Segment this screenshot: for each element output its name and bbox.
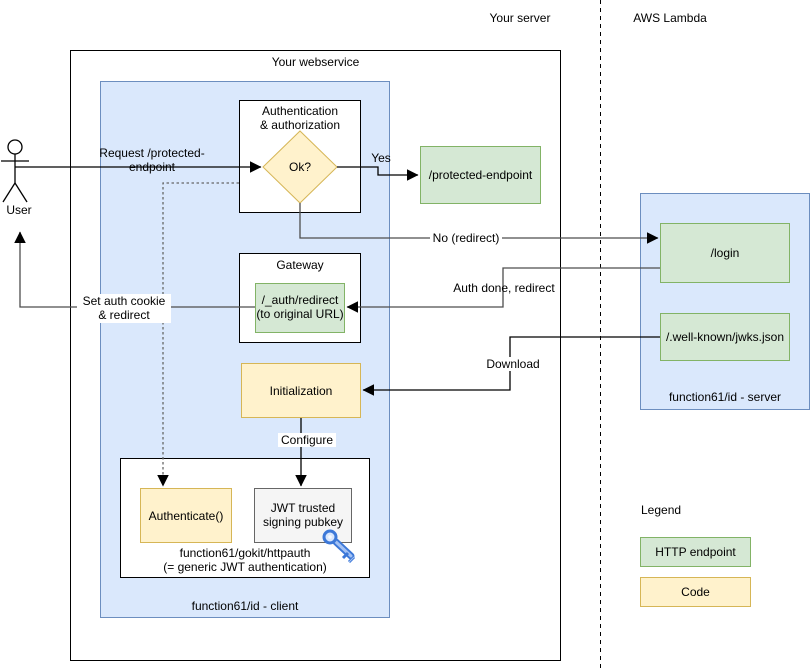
legend-code-swatch — [640, 577, 751, 607]
user-actor-icon — [1, 139, 29, 203]
region-label-aws-lambda: AWS Lambda — [633, 11, 707, 25]
auth-box — [239, 100, 361, 213]
authenticate-box — [140, 488, 232, 543]
region-label-your-server: Your server — [489, 11, 551, 25]
pubkey-box — [254, 488, 352, 543]
protected-endpoint-box — [420, 146, 541, 204]
jwks-box — [660, 313, 790, 361]
login-box — [660, 223, 790, 283]
user-label: User — [6, 203, 32, 217]
legend-endpoint-swatch — [640, 537, 751, 567]
initialization-box — [241, 363, 361, 418]
auth-redirect-box — [255, 283, 345, 333]
legend-title: Legend — [641, 503, 682, 517]
